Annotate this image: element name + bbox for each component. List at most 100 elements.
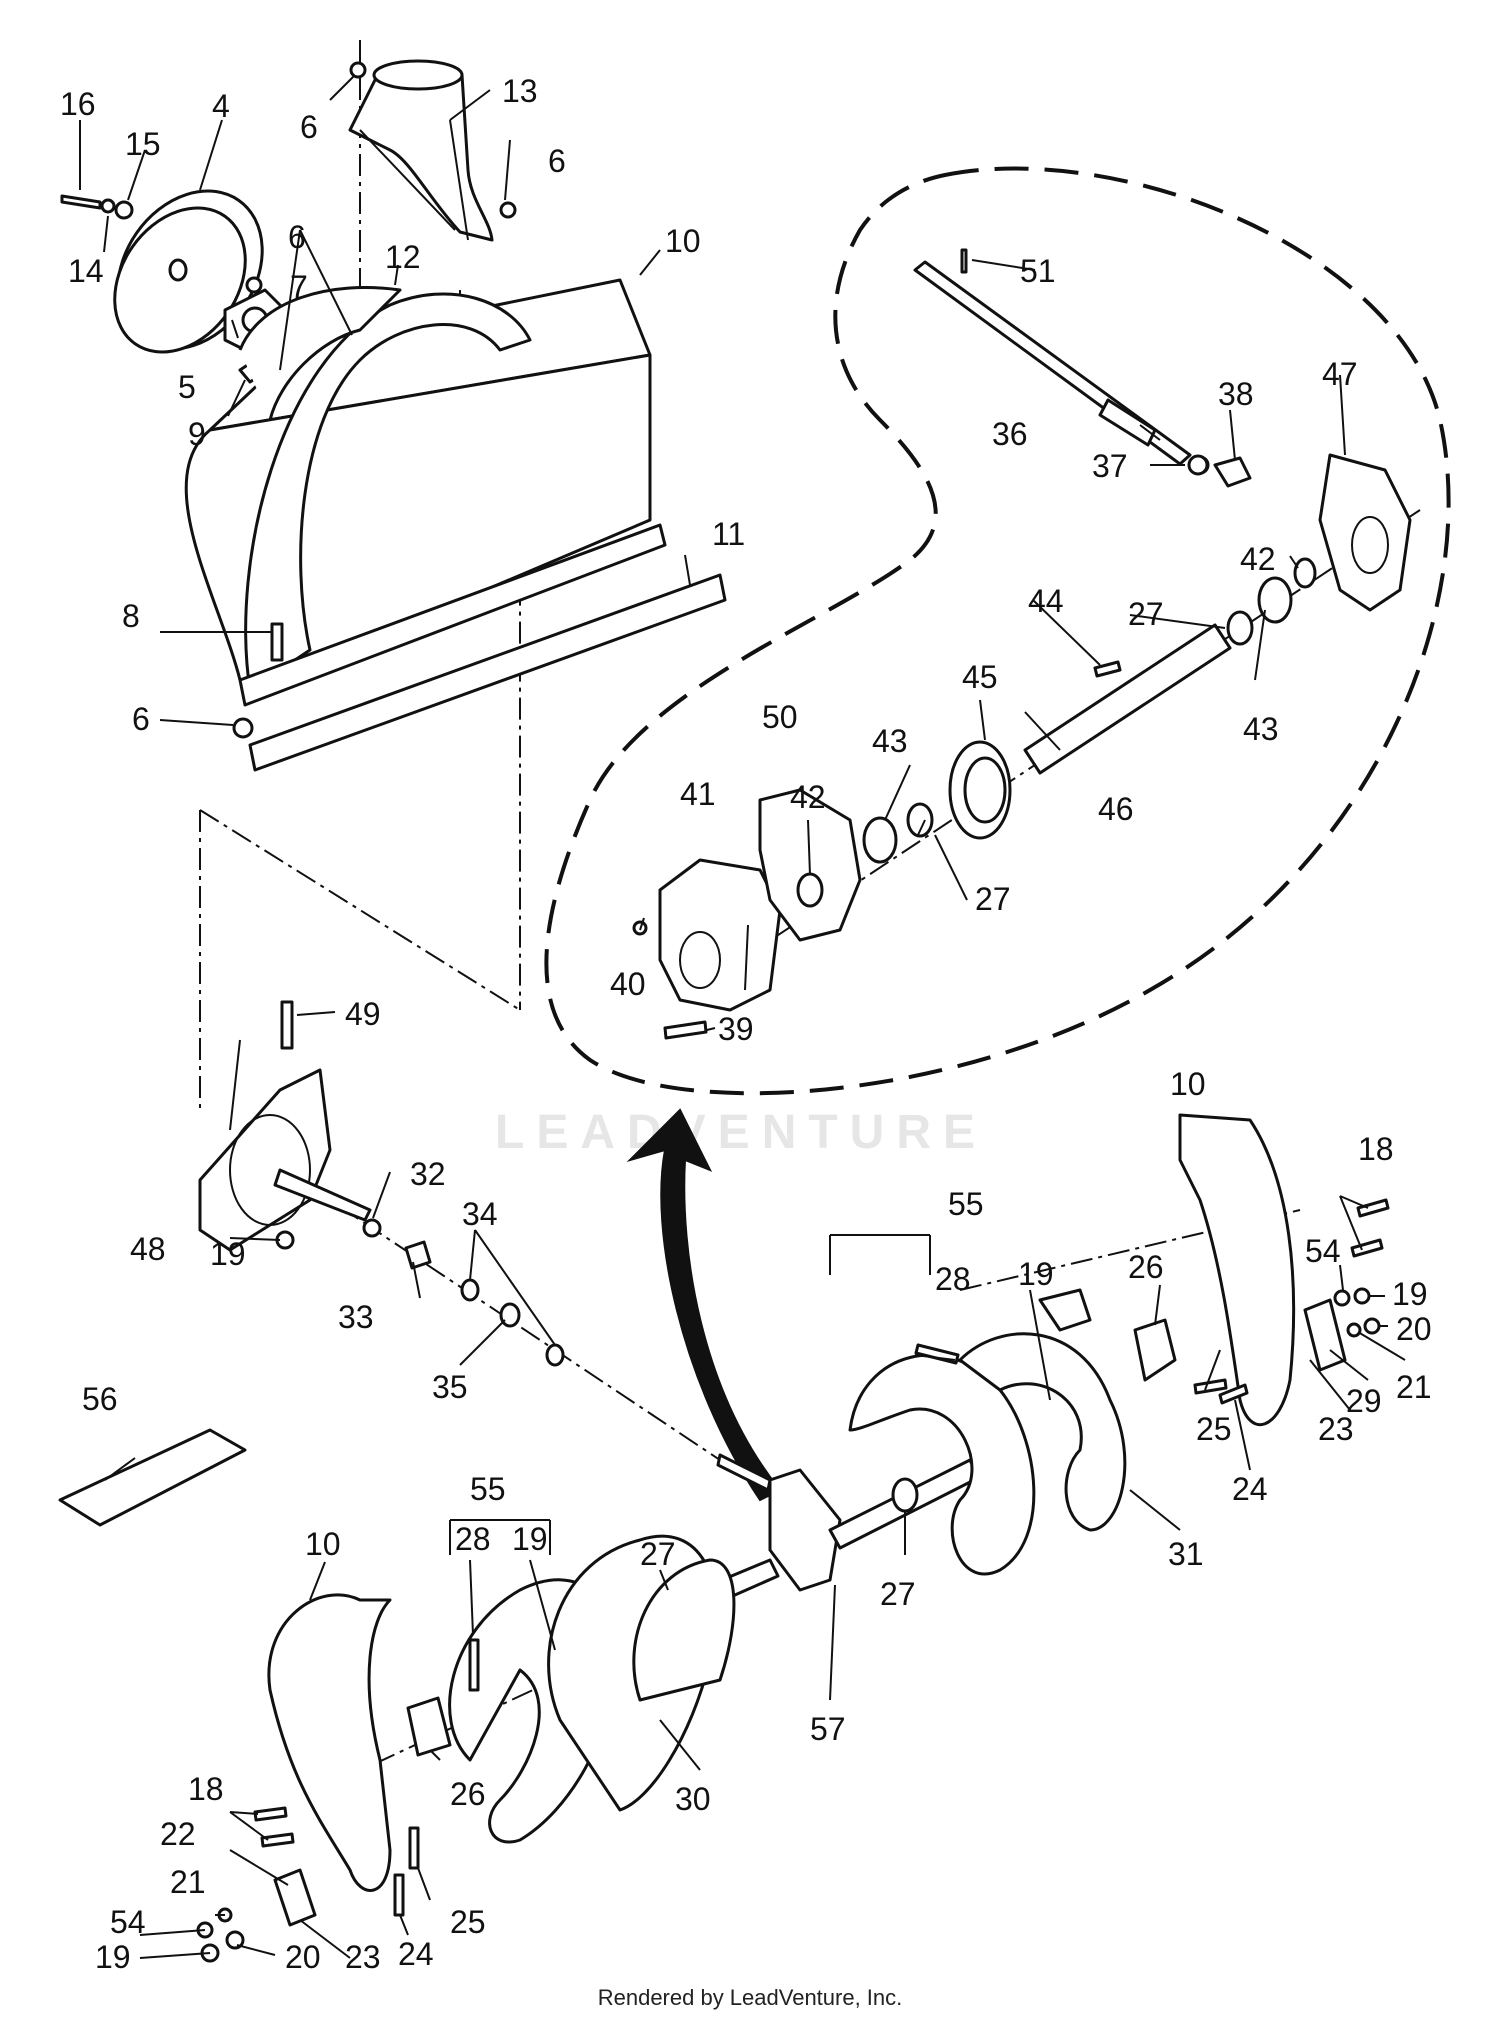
callout-27-b: 27 bbox=[975, 881, 1011, 917]
callout-36: 36 bbox=[992, 416, 1028, 452]
callout-47: 47 bbox=[1322, 356, 1358, 392]
callout-38: 38 bbox=[1218, 376, 1254, 412]
callout-40: 40 bbox=[610, 966, 646, 1002]
callout-19-d: 19 bbox=[512, 1521, 548, 1557]
centerline-right-auger bbox=[959, 1209, 1301, 1291]
bearing-43-left bbox=[862, 816, 898, 864]
callout-23-a: 23 bbox=[1318, 1411, 1354, 1447]
callout-25-b: 25 bbox=[450, 1904, 486, 1940]
callout-20-a: 20 bbox=[1396, 1311, 1432, 1347]
washer-27-auger-right bbox=[891, 1477, 919, 1513]
seal-42-right bbox=[1293, 557, 1317, 589]
nut-6-right bbox=[499, 201, 517, 219]
callout-28-b: 28 bbox=[455, 1521, 491, 1557]
callout-56: 56 bbox=[82, 1381, 118, 1417]
auger-housing bbox=[184, 278, 667, 707]
gear-housing-right bbox=[1318, 453, 1412, 612]
callout-54-b: 54 bbox=[110, 1904, 146, 1940]
right-auger bbox=[848, 1288, 1127, 1576]
bolt-39 bbox=[663, 1020, 708, 1040]
callout-6-c: 6 bbox=[288, 219, 306, 255]
callout-5: 5 bbox=[178, 369, 196, 405]
callout-11: 11 bbox=[712, 516, 745, 552]
washer-34-a bbox=[460, 1278, 480, 1302]
callout-42-b: 42 bbox=[790, 779, 826, 815]
callout-33: 33 bbox=[338, 1299, 374, 1335]
bolt-18-right-b bbox=[1350, 1238, 1384, 1258]
callout-55-a: 55 bbox=[948, 1186, 984, 1222]
callout-24-b: 24 bbox=[398, 1936, 434, 1972]
centerline-gearbox bbox=[679, 509, 1421, 1001]
callout-43-a: 43 bbox=[1243, 711, 1279, 747]
seal-42-left bbox=[796, 872, 824, 908]
callout-37: 37 bbox=[1092, 448, 1128, 484]
bolt-24-left bbox=[393, 1873, 405, 1917]
washer-32 bbox=[362, 1218, 382, 1238]
snap-ring-35 bbox=[499, 1302, 521, 1328]
callout-18-b: 18 bbox=[188, 1771, 224, 1807]
callout-46: 46 bbox=[1098, 791, 1134, 827]
impeller-housing bbox=[198, 1068, 372, 1252]
callout-8: 8 bbox=[122, 598, 140, 634]
washer-27-right bbox=[1226, 610, 1254, 646]
bearing-26-right bbox=[1133, 1318, 1177, 1382]
bolt-24-right bbox=[1218, 1383, 1249, 1405]
carriage-bolt-8 bbox=[270, 622, 284, 662]
callout-21-b: 21 bbox=[170, 1864, 206, 1900]
carriage-bolt-16 bbox=[60, 194, 102, 210]
nut-6-pulley bbox=[245, 276, 263, 294]
callout-labels: 16 15 4 14 6 13 6 5 9 7 12 6 10 11 8 6 5… bbox=[60, 73, 1432, 1975]
callout-30: 30 bbox=[675, 1781, 711, 1817]
callout-13: 13 bbox=[502, 73, 538, 109]
callout-7: 7 bbox=[290, 269, 308, 305]
callout-32: 32 bbox=[410, 1156, 446, 1192]
callout-10-top: 10 bbox=[665, 223, 701, 259]
callout-19-e: 19 bbox=[95, 1939, 131, 1975]
callout-29: 29 bbox=[1346, 1383, 1382, 1419]
callout-26-a: 26 bbox=[1128, 1249, 1164, 1285]
callout-26-b: 26 bbox=[450, 1776, 486, 1812]
callout-27-c: 27 bbox=[640, 1536, 676, 1572]
bearing-43-right bbox=[1257, 576, 1293, 624]
end-housing-left bbox=[267, 1593, 392, 1892]
callout-6-a: 6 bbox=[300, 109, 318, 145]
callout-25-a: 25 bbox=[1196, 1411, 1232, 1447]
callout-19-a: 19 bbox=[210, 1236, 246, 1272]
callout-6-d: 6 bbox=[132, 701, 150, 737]
callout-19-b: 19 bbox=[1392, 1276, 1428, 1312]
watermark-text: LEADVENTURE bbox=[495, 1106, 987, 1159]
washer-21-right bbox=[1346, 1322, 1362, 1338]
washer-54-right bbox=[1333, 1289, 1351, 1307]
callout-35: 35 bbox=[432, 1369, 468, 1405]
roll-pin-51 bbox=[960, 248, 968, 274]
gearbox-group-outline bbox=[544, 166, 1451, 1096]
callout-43-b: 43 bbox=[872, 723, 908, 759]
leader-lines bbox=[79, 74, 1406, 1959]
output-shaft bbox=[1023, 623, 1232, 775]
spacer-plate bbox=[58, 1428, 247, 1527]
bracket-23 bbox=[273, 1868, 317, 1927]
callout-54-a: 54 bbox=[1305, 1233, 1341, 1269]
bearing-26-left bbox=[406, 1696, 452, 1757]
callout-39: 39 bbox=[718, 1011, 754, 1047]
callout-31: 31 bbox=[1168, 1536, 1204, 1572]
callout-15: 15 bbox=[125, 126, 161, 162]
callout-55-b: 55 bbox=[470, 1471, 506, 1507]
gear-housing-left-bore bbox=[679, 931, 721, 989]
callout-18-a: 18 bbox=[1358, 1131, 1394, 1167]
nut-19-right bbox=[1353, 1287, 1371, 1305]
washer-34-b bbox=[545, 1343, 565, 1367]
callout-12: 12 bbox=[385, 239, 421, 275]
bolt-18-left-b bbox=[260, 1832, 295, 1848]
callout-48: 48 bbox=[130, 1231, 166, 1267]
callout-51: 51 bbox=[1020, 253, 1056, 289]
callout-23-b: 23 bbox=[345, 1939, 381, 1975]
nut-20-left bbox=[225, 1930, 245, 1950]
callout-14: 14 bbox=[68, 253, 104, 289]
worm-shaft bbox=[913, 260, 1252, 488]
washer-15 bbox=[114, 200, 134, 220]
chute-adapter bbox=[348, 59, 494, 242]
bolt-28-left bbox=[468, 1638, 480, 1692]
callout-45: 45 bbox=[962, 659, 998, 695]
